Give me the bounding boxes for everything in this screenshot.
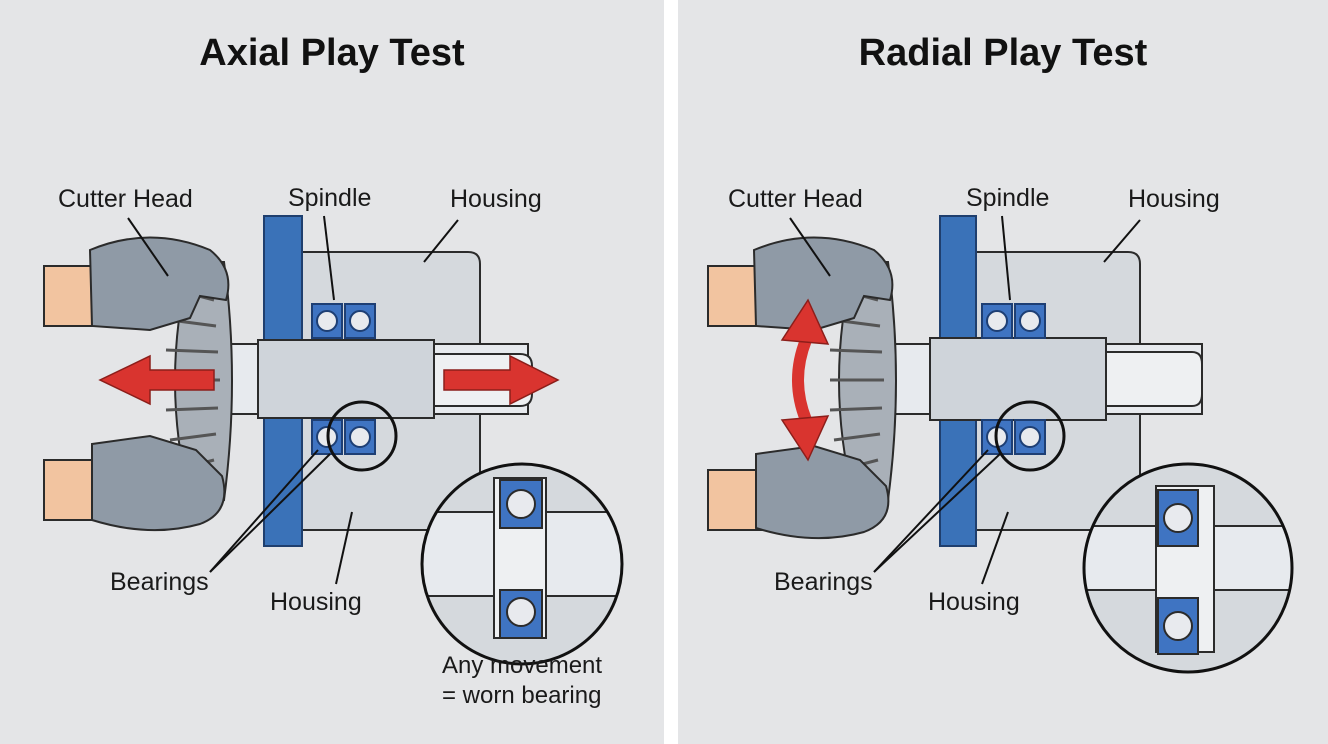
radial-arrow-head-up xyxy=(780,298,830,345)
bearing-focus-circle xyxy=(326,400,398,472)
note-line-2: = worn bearing xyxy=(442,682,602,709)
bearing-detail-zoom xyxy=(1082,462,1294,674)
spindle-tip xyxy=(1105,351,1203,407)
label-spindle: Spindle xyxy=(966,184,1050,212)
axial-title: Axial Play Test xyxy=(199,32,465,74)
hand-bottom xyxy=(43,434,226,532)
bearing-top xyxy=(311,303,376,339)
arrow-left xyxy=(98,354,215,406)
radial-arrow-head-down xyxy=(780,415,830,462)
radial-title: Radial Play Test xyxy=(858,32,1148,74)
bearing-focus-circle xyxy=(994,400,1066,472)
axial-play-panel: Axial Play Test xyxy=(0,0,664,744)
arrow-right xyxy=(443,354,560,406)
radial-arrow-curve xyxy=(792,334,812,426)
worn-bearing-note: Any movement = worn bearing xyxy=(442,651,602,711)
radial-diagram xyxy=(707,215,1294,674)
hand-top xyxy=(43,236,230,332)
bearing-top xyxy=(981,303,1046,339)
note-line-1: Any movement xyxy=(442,652,603,679)
label-spindle: Spindle xyxy=(288,184,372,212)
bearing-detail-zoom xyxy=(420,462,624,666)
hand-top xyxy=(707,236,894,332)
radial-play-panel: Radial Play Test xyxy=(678,0,1328,744)
label-cutter-head: Cutter Head xyxy=(728,185,863,213)
label-housing-top: Housing xyxy=(1128,185,1220,213)
label-bearings: Bearings xyxy=(110,568,209,596)
label-housing-bottom: Housing xyxy=(270,588,362,616)
hand-bottom xyxy=(707,444,890,540)
label-cutter-head: Cutter Head xyxy=(58,185,193,213)
label-housing-bottom: Housing xyxy=(928,588,1020,616)
axial-diagram xyxy=(43,215,624,666)
spindle-collar xyxy=(929,337,1107,421)
label-housing-top: Housing xyxy=(450,185,542,213)
label-bearings: Bearings xyxy=(774,568,873,596)
